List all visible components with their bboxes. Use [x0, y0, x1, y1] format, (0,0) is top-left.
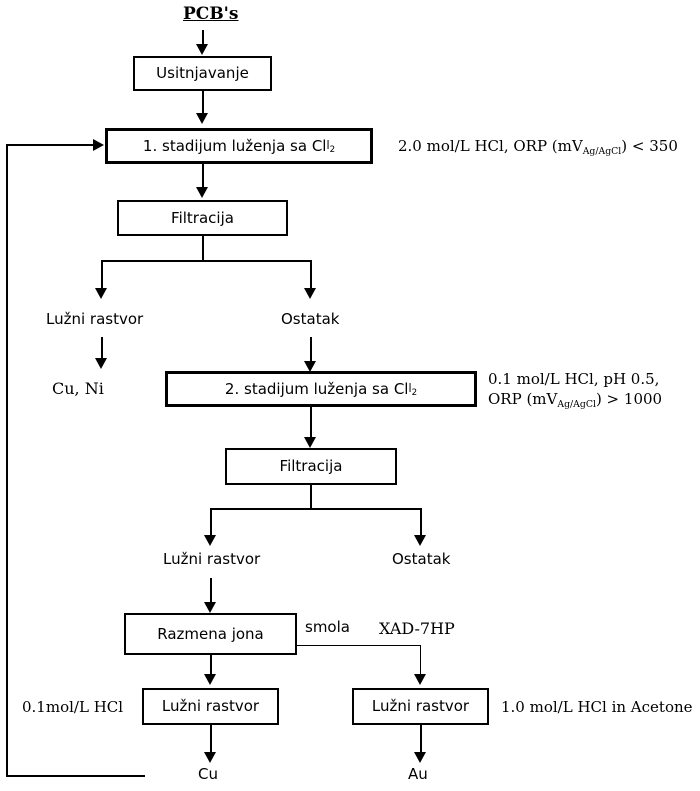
- connector-resin-horizontal: [297, 645, 421, 646]
- label-smola: smola: [305, 618, 350, 636]
- box-luzni-rastvor-right[interactable]: Lužni rastvor: [352, 688, 489, 725]
- connector-filtration1-right-arm: [310, 260, 312, 289]
- label-luzni-rastvor-1: Lužni rastvor: [46, 310, 144, 328]
- connector-resin-vertical: [420, 645, 421, 675]
- connector-title-to-crushing: [202, 30, 204, 45]
- box-usitnjavanje[interactable]: Usitnjavanje: [133, 56, 272, 91]
- arrowhead-stage1-to-filtration1: [196, 187, 208, 198]
- annotation-stage2-pre: ORP (mV: [488, 390, 558, 409]
- arrowhead-ostatak1-to-stage2: [304, 361, 316, 372]
- connector-luzni1-to-cuni: [101, 337, 103, 359]
- arrowhead-stage2-to-filtration2: [304, 437, 316, 448]
- connector-stage2-to-filtration2: [310, 407, 312, 438]
- arrowhead-filtration1-right: [304, 288, 316, 299]
- box-filtracija-1[interactable]: Filtracija: [117, 200, 288, 236]
- arrowhead-ion-exchange-to-luzni-left: [204, 674, 216, 685]
- connector-recycle-left: [6, 144, 8, 777]
- arrowhead-luzni-left-to-cu: [204, 752, 216, 763]
- connector-luzni-right-to-au: [420, 725, 422, 753]
- annotation-stage2-sub: Ag/AgCl: [557, 399, 596, 411]
- annotation-eluent-left: 0.1mol/L HCl: [22, 698, 124, 716]
- connector-filtration1-stem: [202, 236, 204, 261]
- box-filtracija-2[interactable]: Filtracija: [225, 448, 397, 485]
- annotation-stage1-pre: 2.0 mol/L HCl, ORP (mV: [398, 137, 583, 155]
- arrowhead-luzni2-to-ion-exchange: [204, 602, 216, 613]
- connector-luzni-left-to-cu: [210, 725, 212, 753]
- box-stadijum-1-subscript: l2: [326, 139, 336, 155]
- label-luzni-rastvor-2: Lužni rastvor: [163, 550, 261, 568]
- connector-filtration1-left-arm: [101, 260, 103, 289]
- diagram-title: PCB's: [183, 4, 239, 24]
- arrowhead-resin-to-luzni-right: [414, 674, 426, 685]
- annotation-stage2-conditions: 0.1 mol/L HCl, pH 0.5, ORP (mVAg/AgCl) >…: [488, 369, 662, 410]
- connector-filtration2-stem: [310, 485, 312, 509]
- connector-ostatak1-to-stage2: [310, 337, 312, 363]
- connector-ion-exchange-to-luzni-left: [210, 655, 212, 675]
- box-razmena-jona[interactable]: Razmena jona: [124, 613, 297, 655]
- connector-luzni2-to-ion-exchange: [210, 578, 212, 603]
- box-stadijum-2-subscript: l2: [408, 382, 418, 398]
- label-product-cu: Cu: [198, 765, 218, 783]
- connector-stage1-to-filtration1: [202, 164, 204, 188]
- label-product-au: Au: [408, 765, 428, 783]
- connector-recycle-bottom: [6, 775, 145, 777]
- label-ostatak-2: Ostatak: [392, 550, 451, 568]
- connector-filtration2-split: [210, 508, 421, 510]
- label-cu-ni: Cu, Ni: [52, 379, 104, 398]
- arrowhead-recycle-into-stage1: [93, 139, 104, 151]
- arrowhead-filtration2-left: [204, 535, 216, 546]
- annotation-stage1-post: ) < 350: [621, 137, 678, 155]
- arrowhead-filtration2-right: [414, 535, 426, 546]
- arrowhead-title-to-crushing: [196, 44, 208, 55]
- annotation-eluent-right: 1.0 mol/L HCl in Acetone: [501, 698, 693, 716]
- label-ostatak-1: Ostatak: [281, 310, 340, 328]
- connector-filtration1-split: [101, 260, 310, 262]
- arrowhead-filtration1-left: [95, 288, 107, 299]
- arrowhead-luzni1-to-cuni: [95, 358, 107, 369]
- annotation-stage1-sub: Ag/AgCl: [582, 145, 622, 157]
- box-stadijum-2-label: 2. stadijum luženja sa Cl: [224, 379, 409, 398]
- arrowhead-luzni-right-to-au: [414, 752, 426, 763]
- connector-filtration2-left-arm: [210, 508, 212, 536]
- connector-filtration2-right-arm: [420, 508, 422, 536]
- box-luzni-rastvor-left[interactable]: Lužni rastvor: [142, 688, 279, 725]
- label-xad-7hp: XAD-7HP: [379, 619, 455, 638]
- connector-crushing-to-stage1: [202, 91, 204, 114]
- annotation-stage2-line2: ORP (mVAg/AgCl) > 1000: [488, 389, 663, 411]
- arrowhead-crushing-to-stage1: [196, 113, 208, 124]
- annotation-stage2-post: ) > 1000: [595, 390, 663, 409]
- annotation-stage1-conditions: 2.0 mol/L HCl, ORP (mVAg/AgCl) < 350: [398, 136, 678, 157]
- box-stadijum-1-label: 1. stadijum luženja sa Cl: [142, 136, 327, 155]
- annotation-stage2-line1: 0.1 mol/L HCl, pH 0.5,: [488, 370, 660, 388]
- connector-recycle-top: [6, 144, 94, 146]
